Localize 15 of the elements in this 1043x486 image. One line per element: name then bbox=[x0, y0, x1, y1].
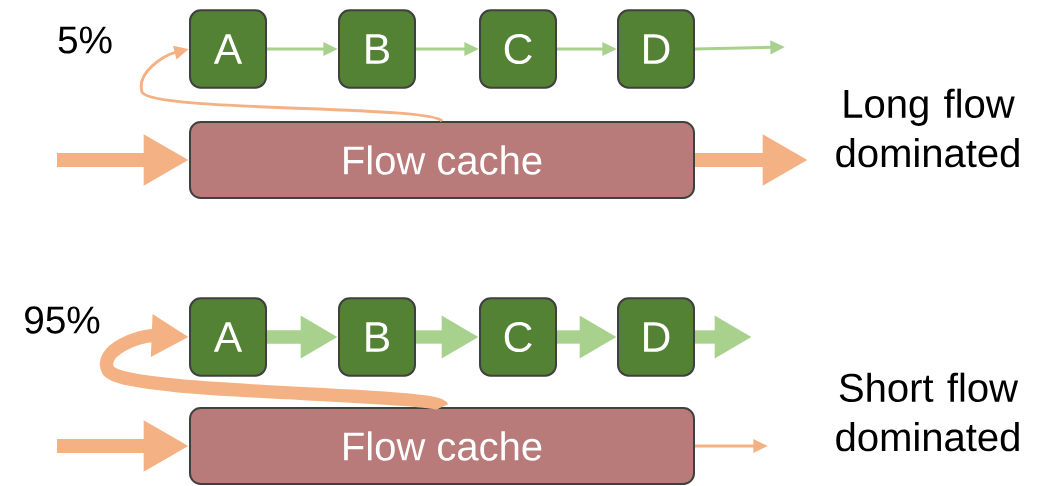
stage-box: C bbox=[479, 297, 557, 377]
flow-cache-box: Flow cache bbox=[189, 407, 695, 485]
stage-box: C bbox=[479, 9, 557, 89]
stage-box: B bbox=[338, 297, 416, 377]
edge-label: 5% bbox=[58, 26, 112, 54]
stage-box: D bbox=[617, 297, 695, 377]
stage-box: A bbox=[189, 297, 267, 377]
stage-box: B bbox=[338, 9, 416, 89]
flow-cache-box: Flow cache bbox=[189, 121, 695, 199]
stage-box: D bbox=[617, 9, 695, 89]
edge-label: 95% bbox=[25, 306, 100, 334]
caption-text: Short flow dominated bbox=[836, 372, 1019, 452]
caption-text: Long flow dominated bbox=[836, 88, 1019, 168]
arrow bbox=[139, 45, 443, 123]
stage-box: A bbox=[189, 9, 267, 89]
